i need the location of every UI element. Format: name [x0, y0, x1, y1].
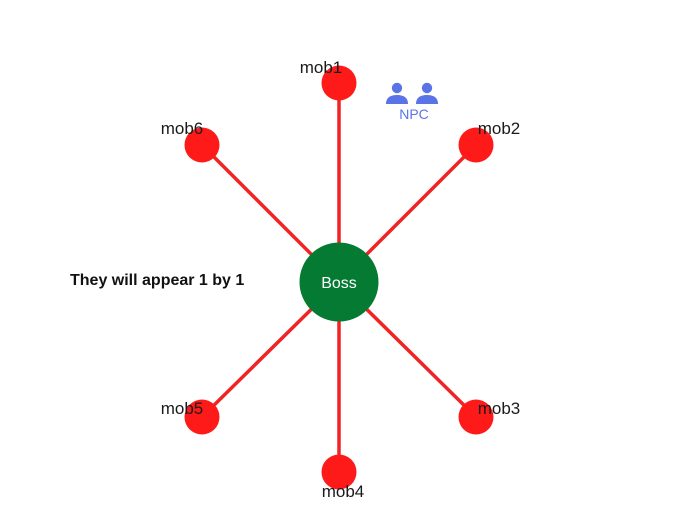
users-icon[interactable]	[386, 82, 438, 104]
mob6-label: mob6	[161, 119, 204, 138]
mob5-label: mob5	[161, 399, 204, 418]
boss-node[interactable]	[299, 242, 379, 322]
mob6-node[interactable]	[184, 127, 220, 163]
mob2-label: mob2	[478, 119, 521, 138]
mob2-node[interactable]	[458, 127, 494, 163]
boss-label: Boss	[321, 275, 357, 292]
appearance-note: They will appear 1 by 1	[70, 272, 245, 289]
mob5-node[interactable]	[184, 399, 220, 435]
mob4-node[interactable]	[321, 454, 357, 490]
npc-label: NPC	[399, 106, 429, 122]
mob1-label: mob1	[300, 58, 343, 77]
mob3-label: mob3	[478, 399, 521, 418]
mob4-label: mob4	[322, 482, 365, 501]
mob1-node[interactable]	[321, 65, 357, 101]
mob3-node[interactable]	[458, 399, 494, 435]
